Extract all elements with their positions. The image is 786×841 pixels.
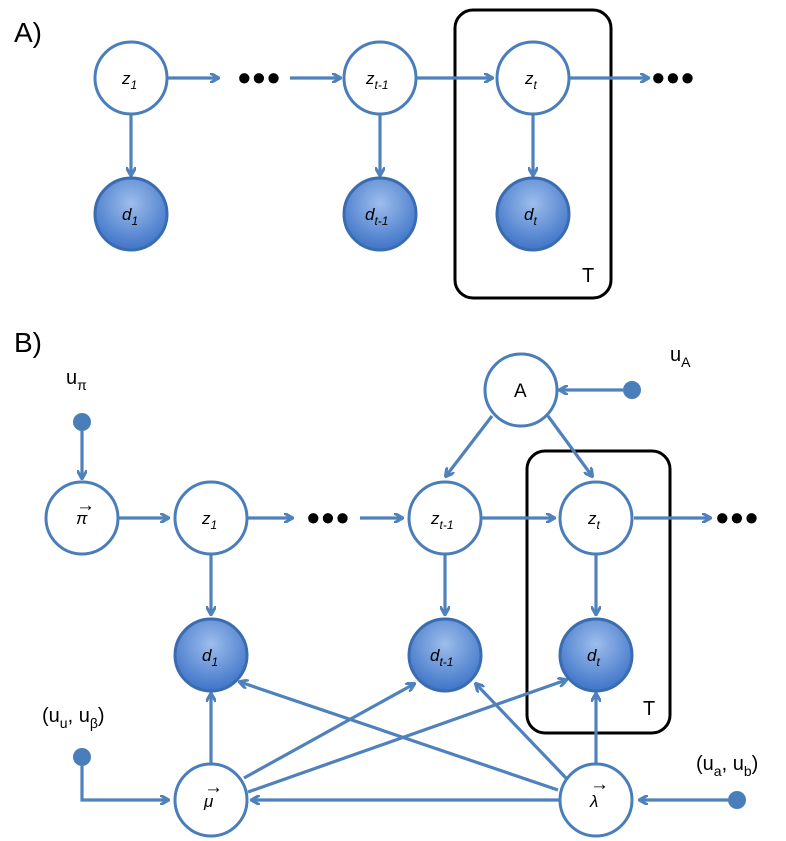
node-b-lambda: λ → [558,762,634,838]
hyperparam-dot-u-a [623,381,641,399]
svg-text:d1: d1 [202,646,218,669]
edge-u-mu-to-mu [80,766,168,800]
node-b-a: A [483,352,559,428]
node-b-zt: zt [558,480,634,556]
panel-label-a: A) [14,17,42,48]
node-b-mu: μ → [173,762,249,838]
label-u-mu: (uu, uβ) [42,705,105,731]
label-u-pi: uπ [66,367,87,393]
edge-mu-to-dt [247,680,566,794]
plate-b [525,449,672,735]
node-a-dt: dt [495,176,571,252]
svg-text:zt-1: zt-1 [430,509,454,532]
edge-lambda-to-dt1 [476,684,568,780]
svg-text:dt-1: dt-1 [430,646,453,669]
svg-text:A: A [514,381,527,402]
vector-arrow-icon: → [204,777,223,798]
vector-arrow-icon: → [590,774,609,795]
svg-text:λ: λ [589,792,598,811]
svg-text:dt: dt [587,646,600,669]
ellipsis-a-2: ••• [652,57,696,98]
ellipsis-b-1: ••• [307,497,351,538]
svg-text:μ: μ [203,792,214,811]
ellipsis-b-2: ••• [716,497,760,538]
node-a-z1: z1 [93,40,169,116]
svg-text:zt: zt [524,69,538,92]
node-b-zt1: zt-1 [407,480,483,556]
plate-a [453,8,613,300]
svg-text:d1: d1 [122,205,138,228]
node-b-dt: dt [558,617,634,693]
node-b-d1: d1 [173,617,249,693]
hyperparam-dot-u-mu [73,748,91,766]
svg-text:dt: dt [524,205,537,228]
svg-text:z1: z1 [201,509,217,532]
svg-text:z1: z1 [121,69,137,92]
node-b-z1: z1 [173,480,249,556]
hyperparam-dot-u-pi [73,413,91,431]
node-a-d1: d1 [93,176,169,252]
plate-label-a: T [582,265,594,287]
svg-text:zt: zt [587,509,601,532]
edge-a-to-zt1 [446,415,494,476]
plate-label-b: T [643,698,655,720]
svg-text:zt-1: zt-1 [365,69,389,92]
node-a-dt1: dt-1 [342,176,418,252]
panel-label-b: B) [14,327,42,358]
ellipsis-a-1: ••• [238,57,282,98]
vector-arrow-icon: → [76,495,95,516]
edge-lambda-to-d1 [240,682,559,792]
node-b-dt1: dt-1 [407,617,483,693]
node-a-zt: zt [495,40,571,116]
svg-text:π: π [76,509,88,528]
hyperparam-dot-u-lambda [728,791,746,809]
edge-a-to-zt [546,415,592,476]
node-a-zt1: zt-1 [342,40,418,116]
edge-mu-to-dt1 [243,684,414,780]
node-b-pi: π → [44,480,120,556]
svg-text:dt-1: dt-1 [365,205,388,228]
label-u-a: uA [670,344,691,370]
label-u-lambda: (ua, ub) [696,753,758,779]
